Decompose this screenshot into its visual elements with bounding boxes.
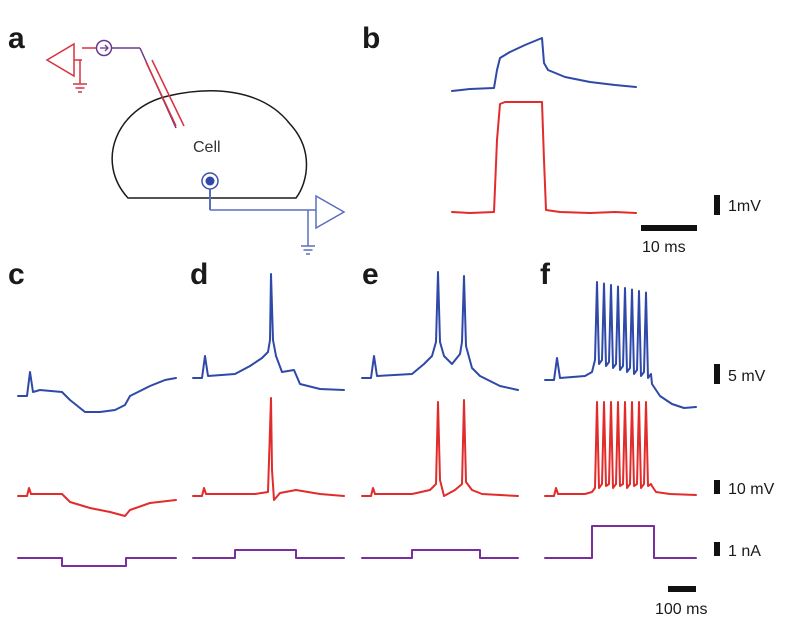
ground-icon (301, 210, 315, 255)
panel-label-b: b (362, 22, 380, 55)
panel-label-f: f (540, 258, 551, 291)
trace-c-top (17, 371, 177, 413)
scale-label-time: 100 ms (655, 601, 707, 618)
panel-label-e: e (362, 258, 379, 291)
current-step-c (17, 557, 177, 567)
trace-b-mid (451, 101, 637, 214)
amplifier-triangle-icon (45, 42, 75, 78)
trace-d-mid (192, 397, 345, 501)
trace-c-mid (17, 487, 177, 517)
panel-label-a: a (8, 22, 25, 55)
scale-bar-voltage-top (714, 364, 720, 384)
scale-bar-current (714, 542, 720, 556)
panel-label-c: c (8, 258, 25, 291)
cell-outline (111, 90, 308, 199)
scale-label-current: 1 nA (728, 543, 761, 560)
scale-label-b-voltage: 1mV (728, 198, 761, 215)
scale-bar-voltage-mid (714, 480, 720, 494)
trace-d-top (192, 273, 345, 391)
scale-bar-b-voltage (714, 195, 720, 215)
panel-label-d: d (190, 258, 208, 291)
current-step-d (192, 549, 345, 559)
trace-e-top (361, 271, 519, 391)
current-source-icon (95, 39, 113, 57)
current-step-f (544, 525, 697, 559)
scale-bar-time (668, 586, 696, 592)
trace-e-mid (361, 399, 519, 497)
scale-label-voltage-top: 5 mV (728, 368, 766, 385)
trace-f-top (544, 281, 697, 409)
trace-f-mid (544, 401, 697, 497)
scale-label-b-time: 10 ms (642, 239, 686, 256)
cell-label: Cell (193, 139, 221, 156)
panel-a: a Cell (8, 22, 346, 255)
patch-electrode-icon (145, 59, 185, 127)
scale-bar-b-time (641, 225, 697, 231)
current-step-e (361, 549, 519, 559)
scale-label-voltage-mid: 10 mV (728, 481, 775, 498)
scale-bars: 5 mV 10 mV 1 nA 100 ms (655, 364, 775, 618)
patch-electrode-icon (201, 172, 316, 211)
trace-b-top (451, 37, 637, 92)
amplifier-triangle-icon (315, 194, 346, 230)
ground-icon (73, 60, 87, 93)
panel-b: b 1mV 10 ms (362, 22, 761, 256)
